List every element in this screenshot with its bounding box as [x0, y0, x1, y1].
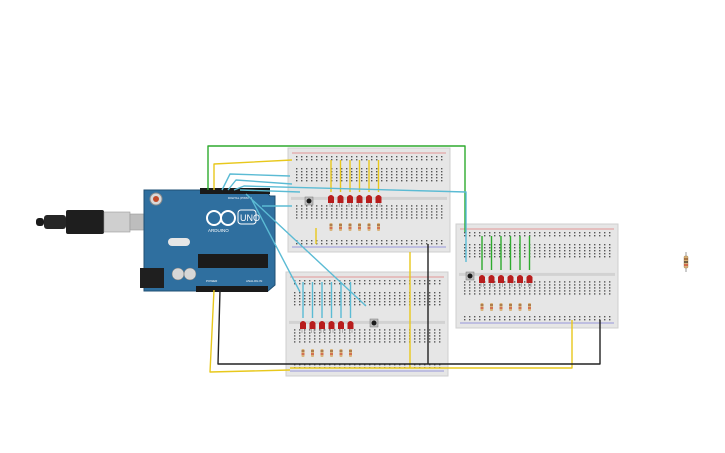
resistor[interactable]: [528, 303, 531, 311]
wire-yellow[interactable]: [209, 289, 291, 373]
resistor[interactable]: [301, 349, 305, 357]
led[interactable]: [309, 321, 316, 333]
led[interactable]: [328, 195, 334, 207]
wire-green[interactable]: [207, 145, 466, 232]
wire-cyan[interactable]: [233, 185, 467, 262]
board-model-label: UNO: [240, 213, 260, 223]
resistor[interactable]: [367, 223, 371, 231]
led[interactable]: [498, 275, 504, 287]
resistor[interactable]: [329, 223, 333, 231]
resistor[interactable]: [490, 303, 493, 311]
power-pins-label: POWER: [206, 279, 218, 283]
wire-yellow[interactable]: [290, 320, 573, 369]
wire-cyan[interactable]: [251, 199, 301, 293]
resistor[interactable]: [358, 223, 361, 231]
led[interactable]: [337, 195, 344, 207]
usb-cable[interactable]: [36, 210, 145, 234]
resistor[interactable]: [480, 303, 484, 311]
board-brand-label: ARDUINO: [208, 228, 229, 233]
led[interactable]: [300, 321, 306, 333]
resistor[interactable]: [499, 303, 503, 311]
push-button[interactable]: [465, 271, 475, 281]
led[interactable]: [479, 275, 485, 287]
led[interactable]: [347, 195, 353, 207]
led[interactable]: [517, 275, 523, 287]
resistor[interactable]: [320, 349, 324, 357]
push-button[interactable]: [369, 318, 379, 328]
led[interactable]: [507, 275, 514, 287]
loose-resistor[interactable]: [683, 252, 689, 272]
arduino-uno-board[interactable]: UNO ARDUINO DIGITAL (PWM ~) POWER ANALOG…: [140, 188, 276, 292]
wire-cyan[interactable]: [221, 173, 291, 191]
wire-cyan[interactable]: [239, 189, 301, 193]
wire-cyan[interactable]: [227, 179, 293, 191]
resistor[interactable]: [349, 349, 352, 357]
breadboard-2[interactable]: [285, 271, 449, 377]
wire-yellow[interactable]: [213, 159, 293, 190]
push-button[interactable]: [304, 196, 314, 206]
led[interactable]: [488, 275, 495, 287]
resistor[interactable]: [330, 349, 333, 357]
breadboard-3[interactable]: [455, 223, 619, 329]
led[interactable]: [328, 321, 335, 333]
led[interactable]: [319, 321, 325, 333]
digital-pins-label: DIGITAL (PWM ~): [228, 196, 252, 200]
led[interactable]: [338, 321, 344, 333]
resistor[interactable]: [339, 223, 342, 231]
wire-black[interactable]: [217, 289, 601, 365]
led[interactable]: [366, 195, 372, 207]
resistor[interactable]: [377, 223, 380, 231]
resistor[interactable]: [509, 303, 512, 311]
resistor[interactable]: [311, 349, 314, 357]
led[interactable]: [375, 195, 382, 207]
resistor[interactable]: [348, 223, 352, 231]
wire-cyan[interactable]: [245, 193, 367, 307]
resistor[interactable]: [518, 303, 522, 311]
resistor[interactable]: [339, 349, 343, 357]
analog-pins-label: ANALOG IN: [246, 279, 262, 283]
led[interactable]: [526, 275, 533, 287]
led[interactable]: [356, 195, 363, 207]
led[interactable]: [347, 321, 354, 333]
